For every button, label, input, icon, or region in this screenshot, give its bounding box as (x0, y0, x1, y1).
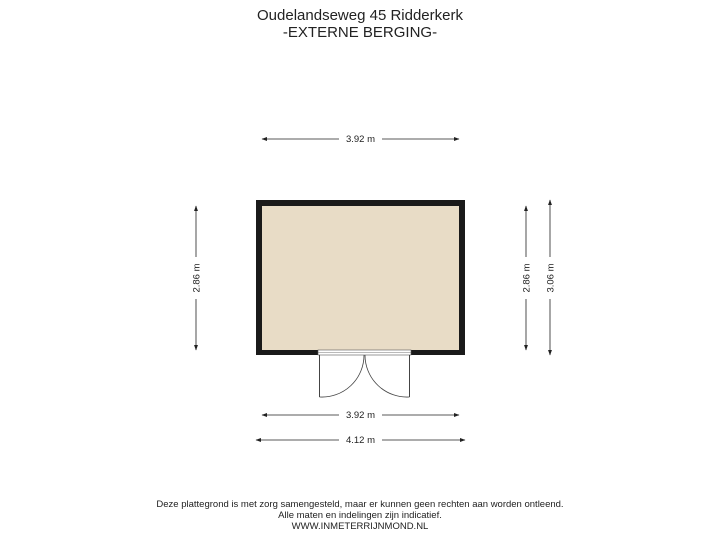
space-title: -EXTERNE BERGING- (282, 24, 438, 41)
dimension-right-outer-height: 3.06 m (543, 199, 557, 356)
dimension-bottom-inner-width: 3.92 m (261, 408, 460, 421)
dimension-label-left: 2.86 m (192, 263, 203, 292)
dimension-label-right-outer: 3.06 m (546, 263, 557, 292)
double-door (317, 349, 412, 398)
dimension-label-right-inner: 2.86 m (522, 263, 533, 292)
dimension-right-inner-height: 2.86 m (519, 205, 533, 351)
footer-disclaimer: Deze plattegrond is met zorg samengestel… (156, 499, 564, 510)
footer-note: Alle maten en indelingen zijn indicatief… (278, 510, 442, 521)
footer-website: WWW.INMETERRIJNMOND.NL (291, 521, 429, 532)
room-berging (256, 200, 465, 355)
dimension-top-width: 3.92 m (261, 132, 460, 145)
address-title: Oudelandseweg 45 Ridderkerk (257, 7, 463, 24)
door-swing-right (364, 354, 410, 398)
dimension-left-height: 2.86 m (189, 205, 203, 351)
dimension-bottom-outer-width: 4.12 m (255, 433, 466, 446)
dimension-label-bottom-inner: 3.92 m (346, 410, 375, 421)
door-swing-left (319, 354, 365, 398)
dimension-label-bottom-outer: 4.12 m (346, 435, 375, 446)
dimension-label-top: 3.92 m (346, 134, 375, 145)
room-floor (262, 206, 459, 350)
